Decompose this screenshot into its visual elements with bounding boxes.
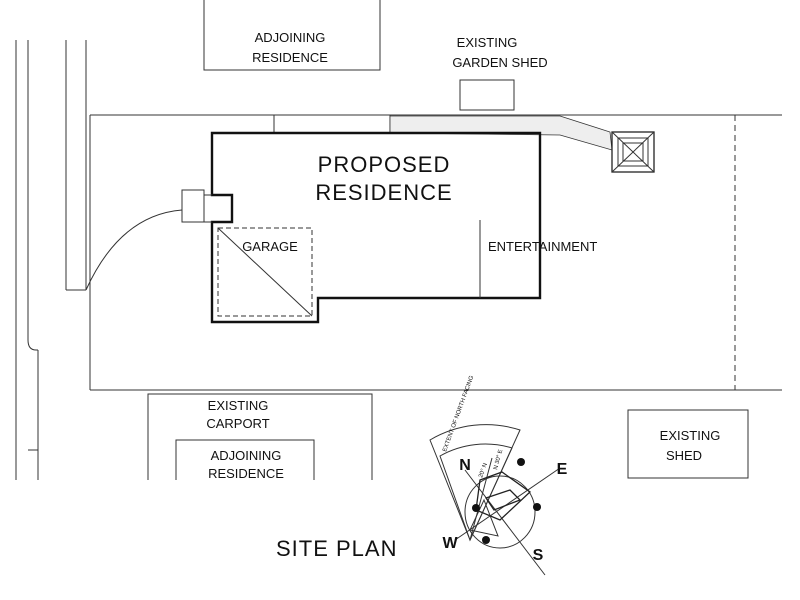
garden-shed-label-2: GARDEN SHED — [452, 55, 547, 70]
sun-icon — [472, 458, 541, 544]
adjoining-top-label-1: ADJOINING — [255, 30, 326, 45]
compass-bearing-b: N 30° E — [493, 449, 504, 471]
drawing-title: SITE PLAN — [276, 536, 397, 561]
compass-arc-note: EXTENT OF NORTH FACING — [442, 375, 475, 453]
carport-label-2: CARPORT — [206, 416, 269, 431]
adjoining-bottom-label-1: ADJOINING — [211, 448, 282, 463]
compass-north: N — [459, 457, 471, 474]
carport-label-1: EXISTING — [208, 398, 269, 413]
proposed-label-2: RESIDENCE — [315, 180, 452, 205]
compass-rose: N S E W EXTENT OF NORTH FACING 20° N N 3… — [429, 375, 568, 576]
existing-shed: EXISTING SHED — [627, 409, 749, 479]
pergola-tower — [611, 131, 655, 173]
garage-label: GARAGE — [242, 239, 298, 254]
adjoining-top-label-2: RESIDENCE — [252, 50, 328, 65]
entertainment-label: ENTERTAINMENT — [488, 239, 597, 254]
north-south-axis — [464, 469, 546, 576]
compass-east: E — [557, 461, 568, 478]
proposed-label-1: PROPOSED — [318, 152, 451, 177]
compass-south: S — [533, 547, 544, 564]
compass-bearing-a: 20° N — [478, 462, 489, 478]
garage: GARAGE — [217, 227, 313, 317]
shed-label-1: EXISTING — [660, 428, 721, 443]
adjoining-residence-top: ADJOINING RESIDENCE — [203, 0, 381, 71]
driveway-curve — [85, 189, 205, 291]
garden-shed-label-1: EXISTING — [457, 35, 518, 50]
existing-garden-shed: EXISTING GARDEN SHED — [452, 35, 548, 111]
east-west-axis — [454, 467, 561, 541]
shed-label-2: SHED — [666, 448, 702, 463]
street-edge — [15, 40, 87, 480]
adjoining-residence-bottom: ADJOINING RESIDENCE — [175, 439, 315, 481]
existing-carport: EXISTING CARPORT — [147, 393, 373, 480]
compass-west: W — [442, 535, 458, 552]
adjoining-bottom-label-2: RESIDENCE — [208, 466, 284, 481]
proposed-residence: PROPOSED RESIDENCE ENTERTAINMENT — [204, 131, 597, 324]
